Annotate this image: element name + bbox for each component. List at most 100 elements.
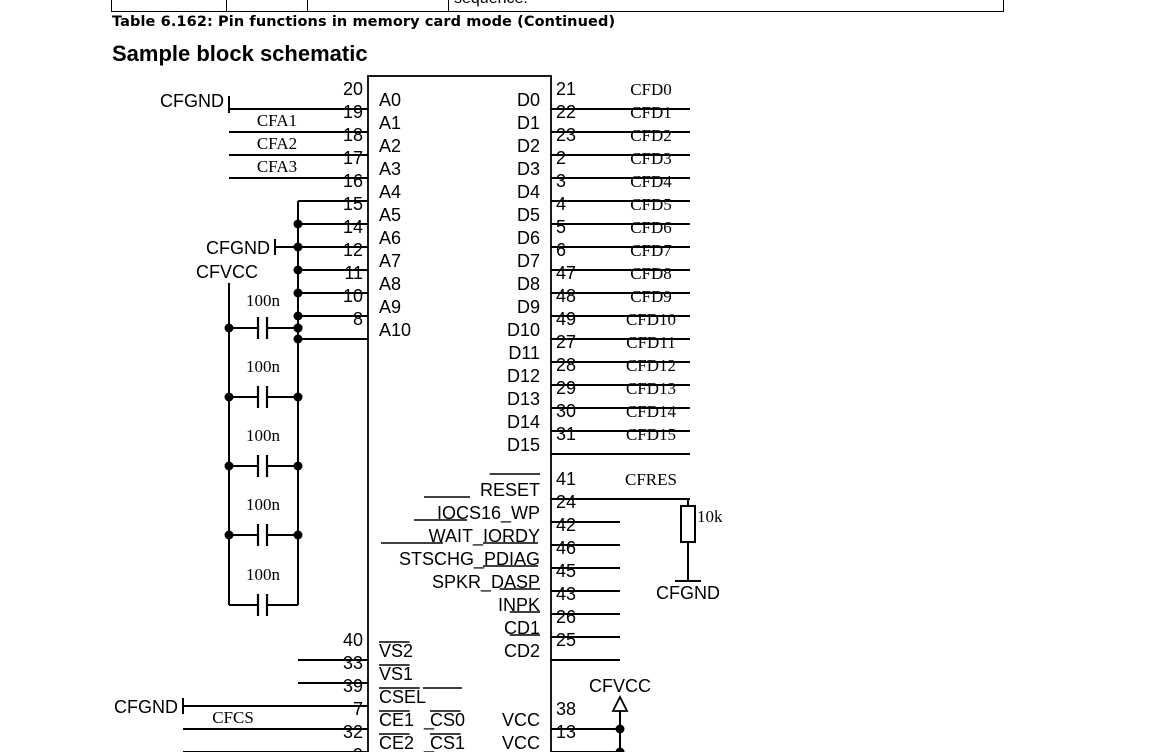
pin-name-cd1: CD1 (504, 618, 540, 638)
pin-name-vs2: VS2 (379, 641, 413, 661)
pin-name-d2: D2 (517, 136, 540, 156)
pin-name-d5: D5 (517, 205, 540, 225)
pin-name-ce2: CE2 (379, 733, 414, 752)
pin-number: 47 (556, 263, 576, 283)
pin-number: 5 (556, 217, 566, 237)
pin-number: 40 (343, 630, 363, 650)
pin-name-csel: CSEL (379, 687, 426, 707)
net-label: CFD10 (626, 310, 676, 329)
pin-number: 4 (556, 194, 566, 214)
net-label-cfres: CFRES (625, 470, 677, 489)
net-label: CFA1 (257, 111, 297, 130)
pin-name-reset: RESET (480, 480, 540, 500)
pin-number: 24 (556, 492, 576, 512)
pin-name-a6: A6 (379, 228, 401, 248)
junction-dot (293, 323, 303, 333)
pin-name-sep: _ (423, 733, 435, 752)
pin-name-a4: A4 (379, 182, 401, 202)
pin-name-iocs16_wp: IOCS16_WP (437, 503, 540, 524)
pin-name-a7: A7 (379, 251, 401, 271)
pin-number: 31 (556, 424, 576, 444)
capacitor-value: 100n (246, 357, 281, 376)
pin-number: 26 (556, 607, 576, 627)
pin-number: 20 (343, 79, 363, 99)
pin-number: 21 (556, 79, 576, 99)
pin-name-vs1: VS1 (379, 664, 413, 684)
pin-name-d6: D6 (517, 228, 540, 248)
resistor-body (680, 505, 696, 543)
pin-number: 46 (556, 538, 576, 558)
pin-number: 12 (343, 240, 363, 260)
vcc-label-left: CFVCC (196, 262, 258, 282)
pin-number: 43 (556, 584, 576, 604)
capacitor-value: 100n (246, 291, 281, 310)
pin-name-stschg_pdiag: STSCHG_PDIAG (399, 549, 540, 570)
pin-name-d11: D11 (508, 343, 540, 363)
pin-name-a0: A0 (379, 90, 401, 110)
table-fragment: sequence. (0, 0, 1170, 16)
net-label: CFD1 (630, 103, 672, 122)
net-label: CFD11 (626, 333, 675, 352)
pin-number: 49 (556, 309, 576, 329)
net-label: CFCS (212, 708, 254, 727)
pin-name-sep: _ (423, 710, 435, 731)
pin-name-d3: D3 (517, 159, 540, 179)
net-label: CFA2 (257, 134, 297, 153)
section-heading: Sample block schematic (112, 41, 368, 66)
pin-name-spkr_dasp: SPKR_DASP (432, 572, 540, 593)
pin-number: 13 (556, 722, 576, 742)
net-label: CFD14 (626, 402, 677, 421)
junction-dot (615, 724, 625, 734)
net-label: CFD5 (630, 195, 672, 214)
pin-name-d7: D7 (517, 251, 540, 271)
junction-dot (293, 219, 303, 229)
pin-name-a9: A9 (379, 297, 401, 317)
pin-number: 25 (556, 630, 576, 650)
pin-name-d8: D8 (517, 274, 540, 294)
pin-number: 19 (343, 102, 363, 122)
pin-number: 38 (556, 699, 576, 719)
pin-name-d12: D12 (507, 366, 540, 386)
pin-number: 7 (353, 699, 363, 719)
pin-number: 6 (556, 240, 566, 260)
net-label: CFD12 (626, 356, 676, 375)
pin-name-wait_iordy: WAIT_IORDY (429, 526, 540, 547)
pin-name-d10: D10 (507, 320, 540, 340)
ground-label-csel: CFGND (114, 697, 178, 717)
net-label: CFD8 (630, 264, 672, 283)
ground-label-res: CFGND (656, 583, 720, 603)
junction-dot (293, 461, 303, 471)
pin-number: 14 (343, 217, 363, 237)
pin-name-d1: D1 (517, 113, 540, 133)
pin-name-ce1: CE1 (379, 710, 414, 730)
pin-number: 9 (353, 745, 363, 752)
pin-number: 3 (556, 171, 566, 191)
junction-dot (224, 461, 234, 471)
pin-name-d13: D13 (507, 389, 540, 409)
pin-number: 23 (556, 125, 576, 145)
junction-dot (224, 392, 234, 402)
junction-dot (224, 323, 234, 333)
junction-dot (615, 747, 625, 752)
junction-dot (293, 530, 303, 540)
net-label: CFD0 (630, 80, 672, 99)
pin-number: 39 (343, 676, 363, 696)
junction-dot (293, 392, 303, 402)
pin-number: 32 (343, 722, 363, 742)
pin-name-vcc: VCC (502, 733, 540, 752)
pin-name-cs0: CS0 (430, 710, 465, 730)
pin-number: 18 (343, 125, 363, 145)
table-cell (448, 0, 1004, 12)
ground-label-a0: CFGND (160, 91, 224, 111)
net-label: CFA3 (257, 157, 297, 176)
net-label: CFD3 (630, 149, 672, 168)
pin-name-d4: D4 (517, 182, 540, 202)
pin-name-a10: A10 (379, 320, 411, 340)
pin-name-cs1: CS1 (430, 733, 465, 752)
pin-number: 2 (556, 148, 566, 168)
pin-number: 11 (344, 263, 363, 283)
pin-name-d0: D0 (517, 90, 540, 110)
net-label: CFD9 (630, 287, 672, 306)
pin-number: 8 (353, 309, 363, 329)
pin-name-vcc: VCC (502, 710, 540, 730)
